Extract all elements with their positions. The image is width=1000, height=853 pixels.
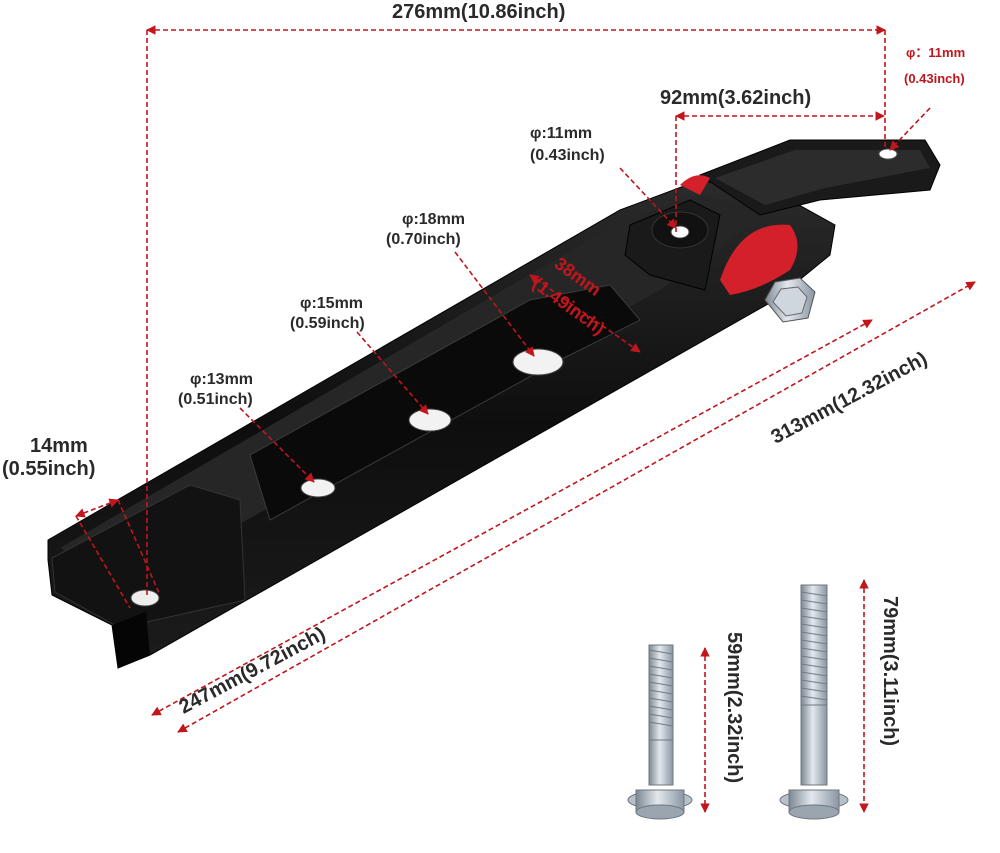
hole-13-in-label: (0.51inch) [178,391,253,408]
dim-79-label: 79mm(3.11inch) [879,596,901,747]
tip-hole-in-label: (0.43inch) [904,71,965,86]
leader-bushing-hole [619,167,677,229]
dim-92-label: 92mm(3.62inch) [660,87,812,109]
dim-14-mm-label: 14mm [30,435,88,457]
bushing [624,175,798,295]
hole-18-mm-label: φ:18mm [402,211,466,228]
bushing-hole-mm-label: φ:11mm [530,125,593,142]
dim-ext-14b [117,499,161,596]
long-bolt [779,584,849,820]
short-bolt [627,644,693,820]
bushing-hole-in-label: (0.43inch) [530,147,605,164]
hole-15-in-label: (0.59inch) [290,315,365,332]
leader-tip-hole [889,107,931,151]
dim-59-label: 59mm(2.32inch) [723,632,745,784]
hole-13-mm-label: φ:13mm [190,371,254,388]
dim-14-in-label: (0.55inch) [2,458,96,480]
tip-hole-mm-label: φ：11mm [906,45,966,60]
dim-276-label: 276mm(10.86inch) [392,1,566,23]
dim-ext-14a [75,515,131,609]
dim-line-247 [151,319,873,716]
dimension-lines [75,25,976,813]
hole-15-mm-label: φ:15mm [300,295,364,312]
hole-18-in-label: (0.70inch) [386,231,461,248]
